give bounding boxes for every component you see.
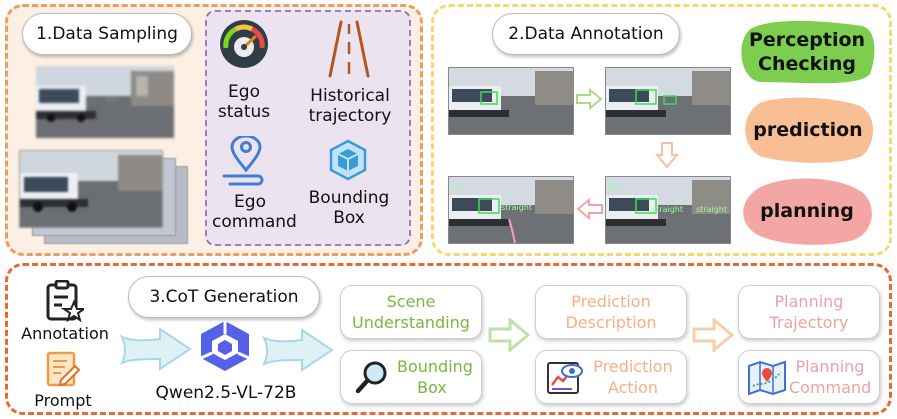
qwen-logo-icon <box>196 318 254 374</box>
arrow-inputs-to-model <box>119 327 192 371</box>
bounding-box-label: Bounding Box <box>308 188 390 228</box>
model-label: Qwen2.5-VL-72B <box>155 383 297 403</box>
perception-checking-blob: Perception Checking <box>738 18 876 86</box>
scene-understanding-label: Scene Understanding <box>352 292 470 332</box>
bounding-box-step-label: Bounding Box <box>397 357 473 397</box>
arrow-left-pink <box>576 197 604 221</box>
planning-blob: planning <box>738 176 876 246</box>
chart-eye-icon <box>546 359 584 397</box>
prompt-label: Prompt <box>34 391 92 410</box>
prediction-blob: prediction <box>742 96 874 164</box>
ego-info-box <box>205 10 411 246</box>
location-pin-icon <box>218 134 274 186</box>
planning-trajectory-box: Planning Trajectory <box>738 285 880 339</box>
historical-trajectory-label: Historical trajectory <box>308 86 392 126</box>
data-sampling-title: 1.Data Sampling <box>22 13 192 55</box>
perception-checking-label: Perception Checking <box>748 29 866 75</box>
arrow-model-to-steps <box>261 328 334 372</box>
annotation-frame-3: left straight straight <box>605 176 731 244</box>
planning-label: planning <box>760 200 854 222</box>
camera-frame <box>36 66 174 138</box>
ego-status-label: Ego status <box>217 82 271 122</box>
overlay-straight-text-2: straight <box>696 205 728 214</box>
speedometer-icon <box>218 18 270 70</box>
magnifier-icon <box>355 359 391 395</box>
arrow-right-green <box>575 87 603 111</box>
ego-command-label: Ego command <box>212 192 297 232</box>
arrow-down-orange <box>654 141 680 169</box>
prediction-label: prediction <box>753 119 863 141</box>
scene-understanding-box: Scene Understanding <box>340 285 482 339</box>
road-icon <box>327 20 371 78</box>
prediction-description-box: Prediction Description <box>535 285 687 339</box>
annotation-frame-4: left straight <box>448 176 574 244</box>
arrow-orange-step <box>692 316 735 354</box>
planning-command-label: Planning Command <box>789 357 872 397</box>
annotation-frame-2 <box>605 67 731 135</box>
planning-command-box: Planning Command <box>738 350 880 404</box>
map-icon <box>747 360 787 396</box>
prediction-action-label: Prediction Action <box>593 357 673 397</box>
overlay-left-text: left <box>451 183 463 191</box>
annotation-frame-1 <box>448 67 574 135</box>
camera-frame-stack-front <box>19 150 163 228</box>
cot-generation-title: 3.CoT Generation <box>128 276 320 318</box>
clipboard-star-icon <box>44 279 88 323</box>
overlay-left-text: left <box>608 183 620 191</box>
annotation-label: Annotation <box>21 324 109 343</box>
overlay-straight-text: straight <box>501 203 533 212</box>
bounding-box-step-box: Bounding Box <box>340 350 482 404</box>
planning-trajectory-label: Planning Trajectory <box>769 292 849 332</box>
overlay-straight-text: straight <box>652 205 684 214</box>
data-annotation-title: 2.Data Annotation <box>492 13 680 55</box>
prediction-description-label: Prediction Description <box>565 292 657 332</box>
prediction-action-box: Prediction Action <box>535 350 687 404</box>
cube-icon <box>328 139 368 181</box>
pencil-note-icon <box>45 350 81 388</box>
arrow-green-step <box>488 316 531 354</box>
